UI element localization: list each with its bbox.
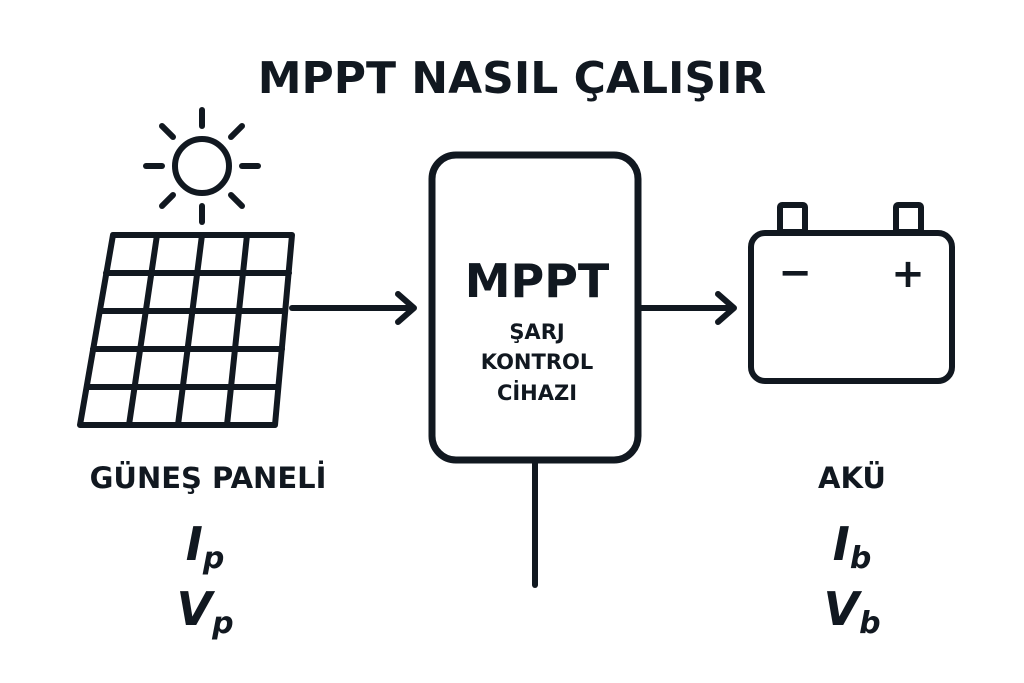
- battery-plus-icon: +: [891, 251, 925, 297]
- controller-heading: MPPT: [465, 254, 610, 308]
- panel-current: Ip: [186, 517, 225, 576]
- diagram-title: MPPT NASIL ÇALIŞIR: [258, 53, 767, 104]
- controller-line-3: CİHAZI: [497, 380, 577, 405]
- controller-line-2: KONTROL: [481, 350, 594, 374]
- panel-label: GÜNEŞ PANELİ: [90, 461, 327, 495]
- solar-panel-icon: [77, 232, 295, 428]
- controller-line-1: ŞARJ: [509, 320, 564, 344]
- battery-voltage: Vb: [823, 582, 880, 641]
- battery-minus-icon: −: [778, 250, 812, 296]
- battery-icon: [748, 202, 955, 384]
- sun-icon: [143, 107, 261, 225]
- arrow-controller-to-battery: [637, 291, 737, 325]
- panel-voltage: Vp: [176, 582, 233, 641]
- battery-current: Ib: [833, 517, 872, 576]
- arrow-panel-to-controller: [289, 291, 417, 325]
- battery-label: AKÜ: [818, 461, 886, 495]
